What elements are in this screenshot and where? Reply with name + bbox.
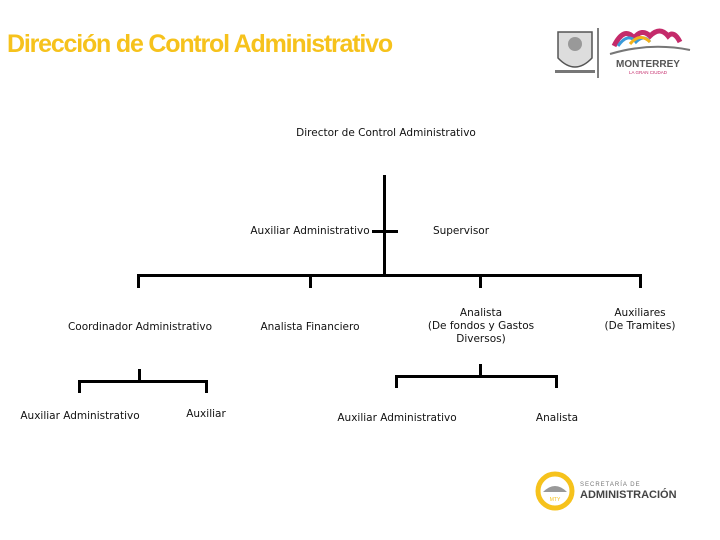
node-line: Auxiliares bbox=[614, 307, 666, 319]
monterrey-brand-icon: MONTERREY LA GRAN CIUDAD bbox=[609, 28, 691, 75]
node-supervisor: Supervisor bbox=[432, 225, 490, 237]
node-auxiliar-administrativo: Auxiliar Administrativo bbox=[20, 410, 140, 422]
ring-icon bbox=[535, 471, 575, 511]
connector-line bbox=[395, 375, 558, 378]
svg-text:LA GRAN CIUDAD: LA GRAN CIUDAD bbox=[629, 70, 668, 75]
connector-line bbox=[137, 274, 642, 277]
secretaria-logo: MTY SECRETARÍA DE ADMINISTRACIÓN bbox=[535, 471, 677, 511]
connector-line bbox=[309, 274, 312, 288]
node-auxiliares-tramites: Auxiliares (De Tramites) bbox=[605, 307, 676, 333]
connector-line bbox=[372, 230, 398, 233]
connector-line bbox=[137, 274, 140, 288]
node-analista: Analista bbox=[535, 412, 579, 424]
city-logos: MONTERREY LA GRAN CIUDAD bbox=[555, 28, 691, 78]
connector-line bbox=[205, 380, 208, 393]
connector-line bbox=[555, 375, 558, 388]
node-line: (De Tramites) bbox=[604, 320, 676, 332]
node-coordinador-administrativo: Coordinador Administrativo bbox=[67, 321, 213, 333]
node-analista-financiero: Analista Financiero bbox=[260, 321, 360, 333]
node-analista-fondos: Analista (De fondos y Gastos Diversos) bbox=[428, 307, 534, 346]
node-line: (De fondos y Gastos bbox=[427, 320, 535, 332]
node-line: Analista bbox=[459, 307, 503, 319]
connector-line bbox=[138, 369, 141, 381]
svg-text:SECRETARÍA DE: SECRETARÍA DE bbox=[580, 481, 641, 488]
connector-line bbox=[383, 175, 386, 276]
node-staff-auxiliar-administrativo: Auxiliar Administrativo bbox=[250, 225, 370, 237]
node-auxiliar: Auxiliar bbox=[186, 408, 226, 420]
node-auxiliar-administrativo: Auxiliar Administrativo bbox=[337, 412, 457, 424]
svg-text:ADMINISTRACIÓN: ADMINISTRACIÓN bbox=[580, 488, 677, 501]
svg-text:MTY: MTY bbox=[550, 497, 561, 503]
city-seal-icon bbox=[555, 31, 595, 73]
connector-line bbox=[479, 274, 482, 288]
node-line: Diversos) bbox=[456, 333, 506, 345]
node-director: Director de Control Administrativo bbox=[296, 127, 476, 139]
connector-line bbox=[78, 380, 208, 383]
page-title: Dirección de Control Administrativo bbox=[7, 30, 393, 58]
connector-line bbox=[78, 380, 81, 393]
connector-line bbox=[479, 364, 482, 376]
connector-line bbox=[395, 375, 398, 388]
connector-line bbox=[639, 274, 642, 288]
svg-text:MONTERREY: MONTERREY bbox=[616, 59, 680, 70]
